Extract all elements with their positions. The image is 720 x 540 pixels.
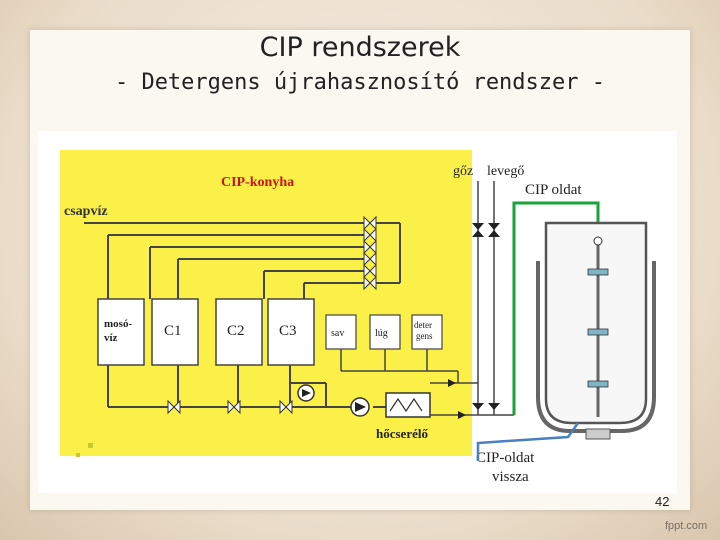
dosing-detergent-label-1: deter <box>414 320 432 330</box>
bottom-valves <box>167 399 293 415</box>
page-number: 42 <box>655 494 670 509</box>
tank-washwater-label-2: víz <box>104 332 118 344</box>
dosing-acid: sav <box>325 314 357 350</box>
flow-arrow-1 <box>448 379 456 387</box>
tank-c3: C3 <box>267 298 315 366</box>
cip-return-label-1: CIP-oldat <box>476 450 535 466</box>
tank-c1-label: C1 <box>164 323 182 339</box>
process-vessel <box>536 221 656 440</box>
slide-subtitle: - Detergens újrahasznosító rendszer - <box>114 70 606 95</box>
cip-diagram-svg: CIP-konyha csapvíz gőz levegő CIP oldat … <box>60 150 656 485</box>
steam-label: gőz <box>453 164 473 179</box>
pump-1 <box>297 384 315 402</box>
heat-exchanger <box>385 392 431 418</box>
cip-diagram: CIP-konyha csapvíz gőz levegő CIP oldat … <box>38 131 677 493</box>
dosing-alkali: lúg <box>369 314 401 350</box>
cip-return-label-2: vissza <box>492 469 529 485</box>
dosing-detergent: deter gens <box>411 314 443 350</box>
flow-arrow-2 <box>458 411 466 419</box>
dosing-lines <box>340 349 459 383</box>
dosing-detergent-label-2: gens <box>416 331 433 341</box>
dosing-acid-label: sav <box>331 328 344 339</box>
tank-c3-label: C3 <box>279 323 297 339</box>
tank-c2: C2 <box>215 298 263 366</box>
pump-2 <box>350 397 370 417</box>
tap-water-label: csapvíz <box>64 204 108 219</box>
tank-c1: C1 <box>151 298 199 366</box>
tank-washwater-label-1: mosó- <box>104 318 132 330</box>
heat-exchanger-label: hőcserélő <box>376 426 428 441</box>
watermark: fppt.com <box>665 520 708 532</box>
valve-column <box>363 215 377 291</box>
tank-c2-label: C2 <box>227 323 245 339</box>
slide-title: CIP rendszerek <box>259 32 461 63</box>
kitchen-label: CIP-konyha <box>221 175 294 190</box>
service-lines <box>477 181 495 415</box>
bullet-mark <box>88 443 93 448</box>
cip-return-line <box>476 422 580 461</box>
bullet-mark-2 <box>76 453 80 457</box>
tank-washwater: mosó- víz <box>97 298 145 366</box>
dosing-alkali-label: lúg <box>375 328 388 339</box>
air-label: levegő <box>487 164 524 179</box>
cip-solution-label: CIP oldat <box>525 182 582 198</box>
service-valves <box>472 223 500 410</box>
